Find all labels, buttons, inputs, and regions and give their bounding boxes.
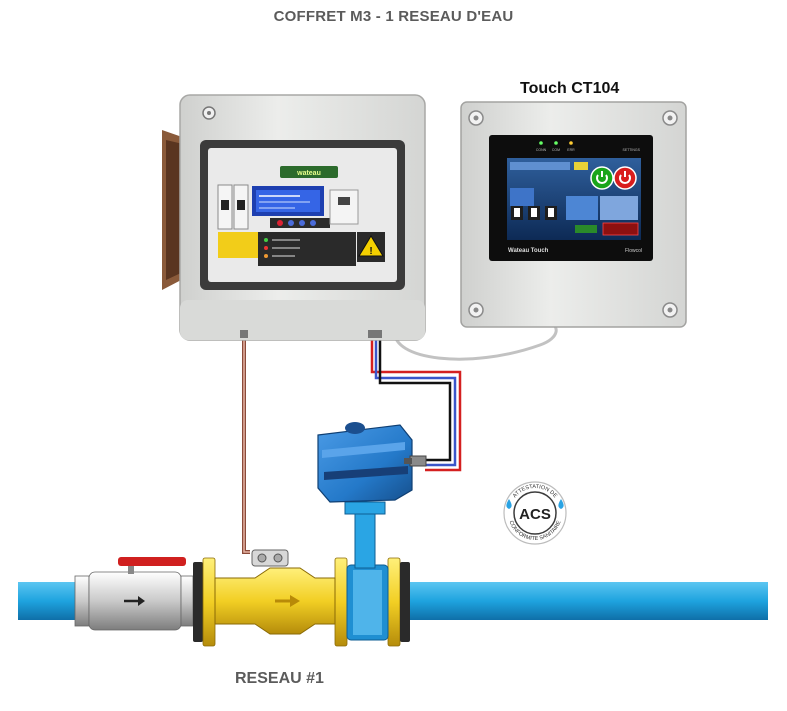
flanges — [193, 557, 410, 647]
motorized-valve — [317, 422, 427, 641]
svg-text:!: ! — [369, 246, 372, 257]
led-label-err: ERR — [567, 148, 575, 152]
screw-icon — [468, 110, 678, 318]
led-label-com: COM — [552, 148, 560, 152]
diagram-title: COFFRET M3 - 1 RESEAU D'EAU — [273, 8, 514, 25]
water-meter — [214, 549, 336, 635]
flow-arrow-icon — [275, 595, 300, 607]
touch-corner-logo: Flowcol — [625, 248, 642, 254]
touch-brand: Wateau Touch — [508, 248, 549, 254]
settings-label: SETTINGS — [622, 148, 640, 152]
acs-center-label: ACS — [519, 506, 551, 523]
flow-arrow-icon — [124, 596, 145, 606]
water-pipe — [18, 582, 768, 620]
valve-handle — [118, 557, 186, 566]
touch-ct104-label: Touch CT104 — [520, 80, 620, 97]
led-label-conn: CONN — [536, 148, 547, 152]
control-cabinet: wateau ! — [162, 94, 426, 341]
acs-badge: ACS ATTESTATION DE CONFORMITE SANITAIRE — [503, 481, 567, 545]
water-drop-icon — [506, 499, 564, 509]
touch-panel-ct104: CONN COM ERR SETTINGS Wateau Touch Flowc… — [460, 101, 687, 328]
network-label: RESEAU #1 — [235, 670, 324, 687]
ball-valve — [74, 557, 194, 631]
svg-text:wateau: wateau — [296, 170, 321, 177]
